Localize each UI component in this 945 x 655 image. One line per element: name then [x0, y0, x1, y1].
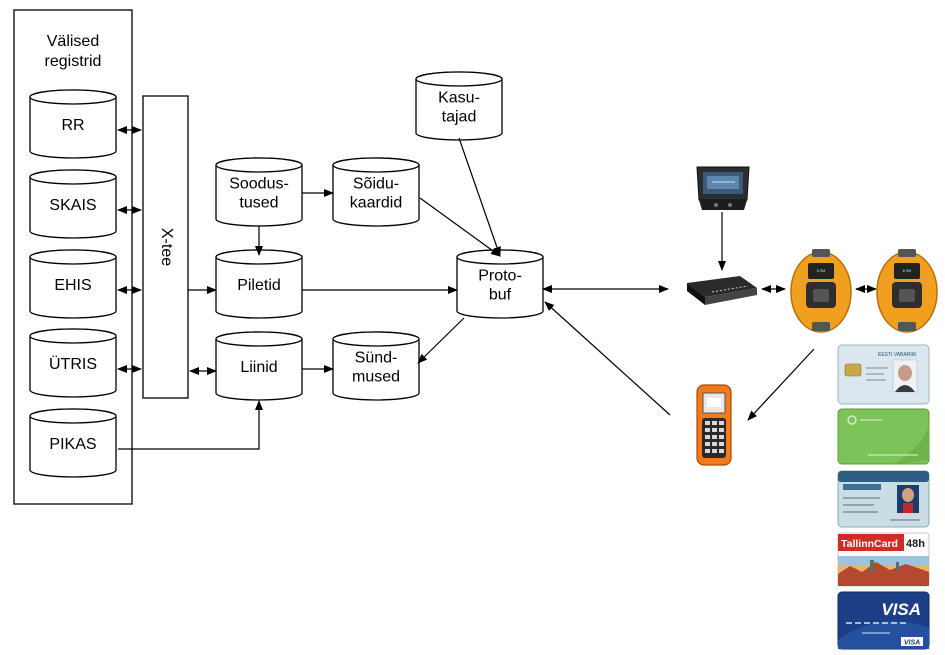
database-label-soidukaardid: Sõidu- [353, 176, 399, 193]
edge-handheld-protobuf [544, 301, 671, 416]
database-label-soidukaardid: kaardid [350, 195, 402, 212]
visa-badge: VISA [904, 640, 920, 647]
database-sundmused: Sünd-mused [332, 331, 420, 401]
onboard-controller-icon [687, 276, 757, 305]
database-label-kasutajad: tajad [442, 109, 477, 126]
database-label-protobuf: Proto- [478, 268, 522, 285]
tallinn-card-hours: 48h [906, 538, 925, 550]
validator-icon: ЕЛМ [790, 249, 852, 333]
database-pikas: PIKAS [29, 408, 117, 478]
database-label-ehis: EHIS [54, 277, 91, 294]
database-skais: SKAIS [29, 169, 117, 239]
registers-title-line2: registrid [45, 53, 102, 70]
handheld-terminal-icon [696, 384, 732, 466]
edges [117, 126, 877, 450]
svg-text:ЕЛМ: ЕЛМ [903, 268, 912, 273]
xtee-label: X-tee [158, 228, 175, 266]
edge-pikas-liinid [118, 400, 263, 450]
database-label-sundmused: mused [352, 369, 400, 386]
database-ehis: EHIS [29, 249, 117, 319]
database-label-rr: RR [61, 117, 84, 134]
tallinn-card-icon: TallinnCard 48h [837, 532, 930, 587]
database-kasutajad: Kasu-tajad [415, 71, 503, 141]
svg-text:ЕЛМ: ЕЛМ [817, 268, 826, 273]
database-label-sundmused: Sünd- [355, 350, 398, 367]
student-card-icon [837, 470, 930, 528]
database-label-piletid: Piletid [237, 277, 281, 294]
database-label-pikas: PIKAS [49, 436, 96, 453]
database-label-protobuf: buf [489, 287, 512, 304]
edge-soidukaardid-protobuf [419, 197, 501, 257]
database-soidukaardid: Sõidu-kaardid [332, 157, 420, 227]
id-card-icon: EESTI VABARIIK [837, 344, 930, 405]
database-label-soodustused: Soodus- [229, 176, 289, 193]
database-label-kasutajad: Kasu- [438, 90, 480, 107]
edge-protobuf-sundmused [417, 317, 465, 364]
database-label-soodustused: tused [239, 195, 278, 212]
visa-card-icon: VISA VISA [837, 591, 930, 650]
database-rr: RR [29, 89, 117, 159]
database-label-liinid: Liinid [240, 359, 277, 376]
edge-kasutajad-protobuf [458, 137, 501, 257]
database-liinid: Liinid [215, 331, 303, 401]
database-label-skais: SKAIS [49, 197, 96, 214]
validator-icon: ЕЛМ [876, 249, 938, 333]
tallinn-card-brand: TallinnCard [841, 538, 898, 550]
visa-brand: VISA [881, 600, 921, 619]
id-card-country: EESTI VABARIIK [878, 352, 917, 358]
database-utris: ÜTRIS [29, 328, 117, 398]
database-piletid: Piletid [215, 249, 303, 319]
database-label-utris: ÜTRIS [49, 355, 97, 373]
xtee-bar: X-tee [142, 95, 189, 399]
database-protobuf: Proto-buf [456, 249, 544, 319]
registers-title-line1: Välised [47, 33, 99, 50]
edge-validator-handheld [747, 348, 815, 421]
green-travel-card-icon [837, 408, 930, 465]
database-soodustused: Soodus-tused [215, 157, 303, 227]
driver-console-icon [696, 166, 750, 210]
